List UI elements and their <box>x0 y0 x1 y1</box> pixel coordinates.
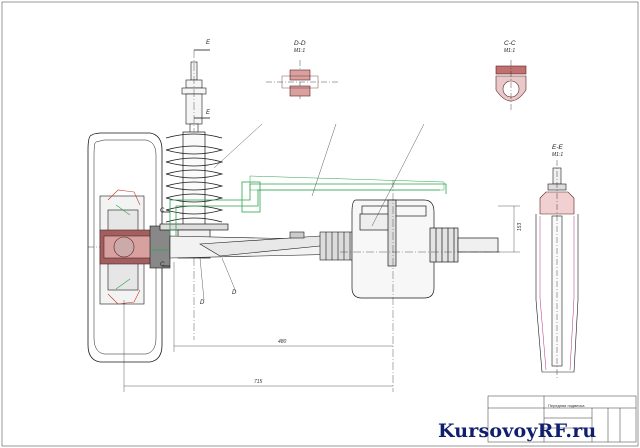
marker-e-bottom: E <box>206 110 211 116</box>
dimension-lines <box>123 205 520 392</box>
stabilizer-bar <box>150 175 447 251</box>
final-drive-housing <box>340 180 500 392</box>
marker-c-bottom: C <box>160 262 165 268</box>
marker-d-left: D <box>200 300 205 306</box>
title-block <box>487 395 637 443</box>
marker-c-top: C <box>160 208 165 214</box>
site-watermark: KursovoyRF.ru <box>438 420 597 442</box>
marker-d-right: D <box>232 290 237 296</box>
section-d <box>266 60 340 100</box>
section-c-label: C-C <box>504 40 516 47</box>
dimension-height: 153 <box>517 222 524 232</box>
marker-e-top: E <box>206 40 211 46</box>
hub-assembly <box>99 189 171 305</box>
section-e-label: E-E <box>552 144 563 151</box>
section-markers <box>162 49 210 267</box>
section-c <box>495 60 527 112</box>
section-e-scale: M1:1 <box>552 152 564 158</box>
section-c-scale: M1:1 <box>504 48 516 54</box>
title-block-title: Передняя подвеска <box>548 403 585 408</box>
dimension-track-half: 480 <box>278 339 287 345</box>
dimension-overall: 715 <box>254 379 263 385</box>
section-d-label: D-D <box>294 40 306 47</box>
leader-lines <box>199 123 425 301</box>
strut-top <box>181 50 207 340</box>
section-d-scale: M1:1 <box>294 48 306 54</box>
section-e <box>535 160 579 380</box>
